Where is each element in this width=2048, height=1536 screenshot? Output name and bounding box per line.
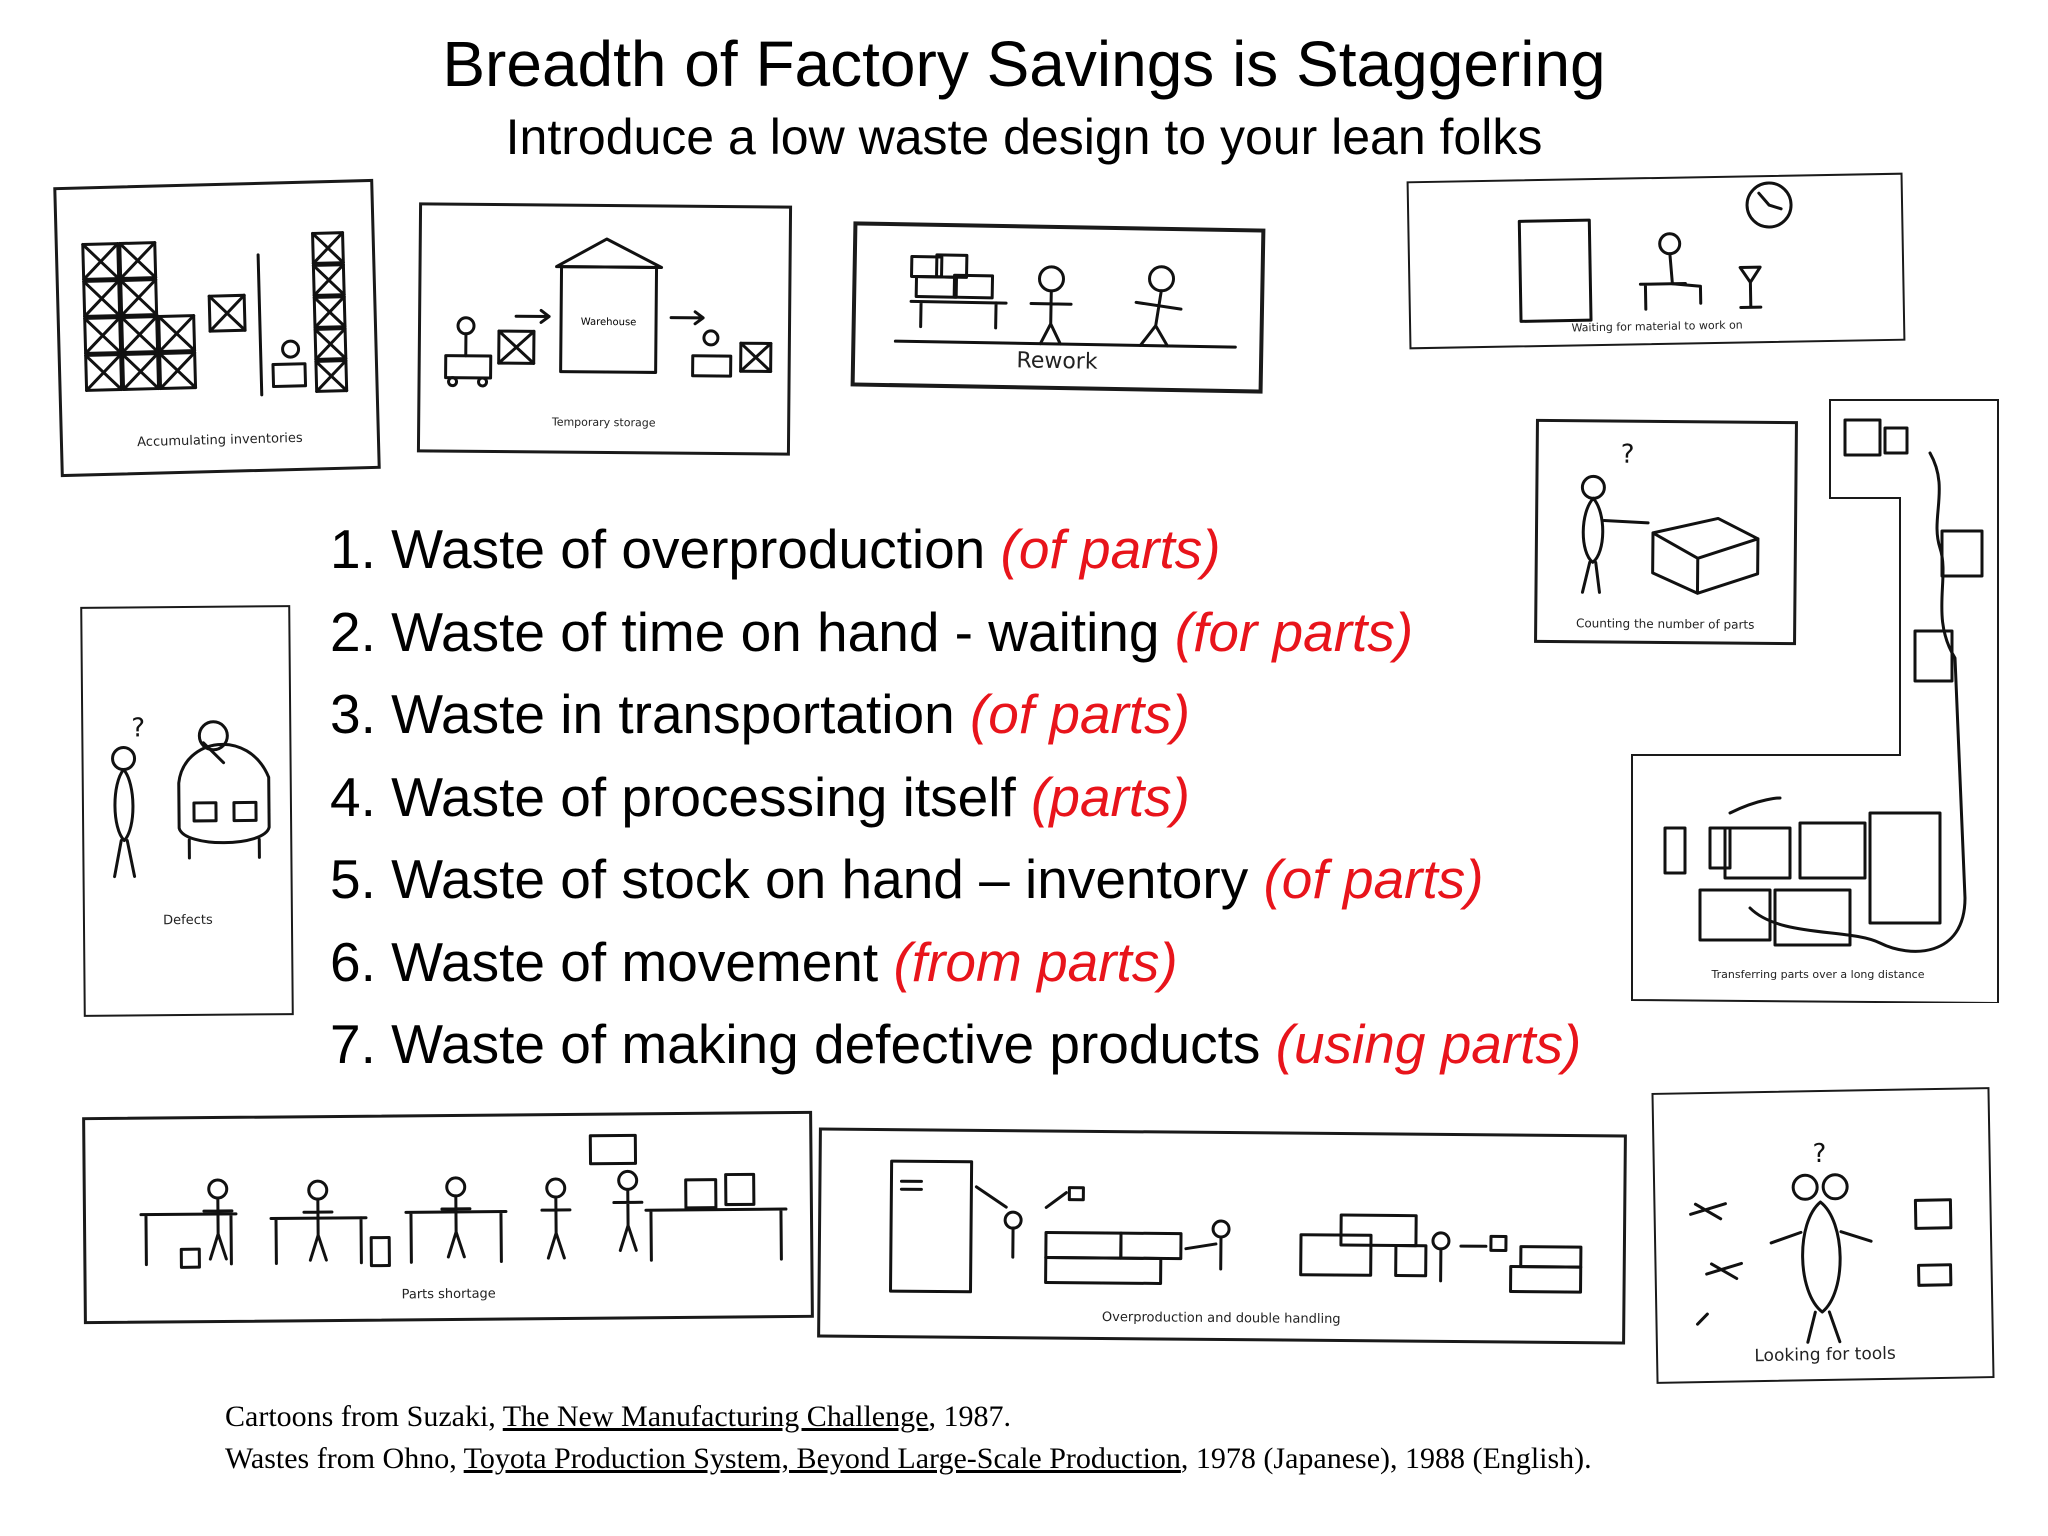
svg-text:?: ? (1812, 1139, 1826, 1169)
waste-qualifier: (using parts) (1275, 1013, 1582, 1075)
citation-prefix: Wastes from Ohno, (225, 1442, 464, 1475)
slide-subtitle: Introduce a low waste design to your lea… (505, 109, 1543, 165)
transferring-drawing (1631, 399, 1999, 1003)
waste-item-3: 3. Waste in transportation (of parts) (330, 673, 1581, 756)
waste-text: 5. Waste of stock on hand – inventory (330, 848, 1264, 910)
defects-drawing: ? (111, 713, 271, 879)
citation: Cartoons from Suzaki, The New Manufactur… (225, 1396, 1592, 1480)
cartoon-accumulating-inventories: Accumulating inventories (53, 178, 381, 478)
waste-text: 3. Waste in transportation (330, 683, 970, 745)
waste-text: 6. Waste of movement (330, 930, 894, 993)
waste-text: 4. Waste of processing itself (330, 765, 1032, 828)
overproduction-drawing (889, 1159, 1583, 1294)
waste-qualifier: (of parts) (1263, 848, 1484, 910)
cartoon-transferring: Transferring parts over a long distance (1630, 398, 2006, 1003)
cartoon-parts-shortage: Parts shortage (82, 1110, 814, 1325)
citation-prefix: Cartoons from Suzaki, (225, 1400, 503, 1433)
svg-text:?: ? (1621, 440, 1635, 470)
inventory-boxes-drawing (81, 231, 349, 397)
waste-item-7: 7. Waste of making defective products (u… (330, 1003, 1581, 1086)
svg-text:?: ? (131, 713, 145, 743)
waste-item-1: 1. Waste of overproduction (of parts) (330, 508, 1581, 591)
rework-drawing (893, 253, 1237, 349)
waste-text: 2. Waste of time on hand - waiting (330, 600, 1175, 663)
citation-line-1: Cartoons from Suzaki, The New Manufactur… (225, 1396, 1592, 1438)
parts-shortage-drawing (139, 1133, 788, 1269)
waste-qualifier: (parts) (1031, 765, 1190, 828)
cartoon-overproduction: Overproduction and double handling (817, 1127, 1627, 1345)
cartoon-temporary-storage: Warehouse Temporary storage (416, 202, 793, 456)
cartoon-counting: ? Counting the number of parts (1534, 418, 1798, 646)
citation-book-title: Toyota Production System, Beyond Large-S… (463, 1442, 1181, 1475)
looking-for-tools-drawing: ? (1689, 1139, 1953, 1344)
cartoon-waiting: Waiting for material to work on (1406, 172, 1906, 350)
cartoon-rework: Rework (850, 221, 1266, 394)
citation-line-2: Wastes from Ohno, Toyota Production Syst… (225, 1438, 1592, 1480)
warehouse-drawing (444, 237, 773, 388)
citation-book-title: The New Manufacturing Challenge (502, 1400, 929, 1433)
cartoon-defects: ? Defects (80, 605, 294, 1017)
waste-item-5: 5. Waste of stock on hand – inventory (o… (330, 838, 1581, 921)
counting-drawing: ? (1580, 440, 1760, 595)
cartoon-looking-for-tools: ? Looking for tools (1651, 1087, 1995, 1384)
citation-suffix: , 1978 (Japanese), 1988 (English). (1180, 1442, 1592, 1475)
waste-text: 1. Waste of overproduction (330, 518, 1001, 580)
waste-item-6: 6. Waste of movement (from parts) (330, 921, 1581, 1004)
warehouse-label: Warehouse (580, 316, 637, 329)
slide-title: Breadth of Factory Savings is Staggering (442, 28, 1606, 100)
waste-qualifier: (from parts) (893, 930, 1178, 993)
caption-defects: Defects (163, 912, 213, 929)
waste-qualifier: (for parts) (1174, 600, 1414, 663)
waste-item-4: 4. Waste of processing itself (parts) (330, 756, 1581, 839)
waiting-drawing (1517, 181, 1793, 323)
waste-qualifier: (of parts) (969, 683, 1191, 745)
waste-qualifier: (of parts) (1000, 518, 1221, 580)
waste-list: 1. Waste of overproduction (of parts) 2.… (330, 508, 1581, 1086)
waste-text: 7. Waste of making defective products (330, 1013, 1276, 1075)
caption-transferring: Transferring parts over a long distance (1711, 968, 1925, 981)
waste-item-2: 2. Waste of time on hand - waiting (for … (330, 591, 1581, 674)
citation-suffix: , 1987. (928, 1400, 1011, 1433)
